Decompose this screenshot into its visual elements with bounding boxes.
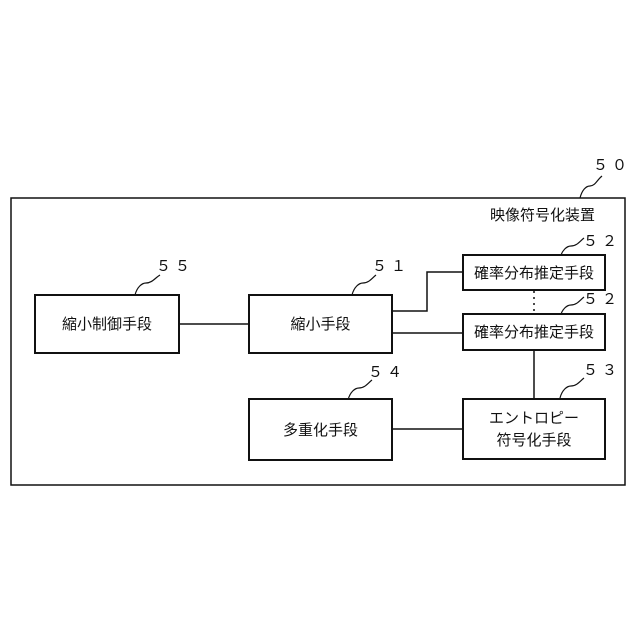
ref-55: ５５ (156, 255, 194, 276)
entropy-coding-label-line1: エントロピー (489, 407, 579, 429)
prob-estimation-label-2: 確率分布推定手段 (474, 321, 594, 343)
multiplexing-block: 多重化手段 (248, 398, 393, 461)
reduction-control-block: 縮小制御手段 (34, 294, 180, 354)
entropy-coding-label-line2: 符号化手段 (496, 429, 571, 451)
leader-55 (135, 275, 160, 295)
device-title: 映像符号化装置 (490, 206, 595, 224)
leader-51 (352, 275, 376, 295)
device-ref: ５０ (593, 154, 631, 175)
entropy-coding-block: エントロピー 符号化手段 (462, 398, 606, 460)
leader-53 (560, 378, 584, 398)
reduction-block: 縮小手段 (248, 294, 393, 354)
prob-estimation-label-1: 確率分布推定手段 (474, 262, 594, 284)
link-reduction-to-prob1 (393, 272, 462, 311)
leader-50 (580, 176, 602, 198)
ref-53: ５３ (583, 359, 621, 380)
ref-52-top: ５２ (583, 230, 621, 251)
leader-54 (348, 380, 372, 400)
ref-54: ５４ (368, 361, 406, 382)
reduction-label: 縮小手段 (290, 313, 350, 335)
multiplexing-label: 多重化手段 (283, 419, 358, 441)
ref-51: ５１ (372, 255, 410, 276)
ref-52-bottom: ５２ (583, 288, 621, 309)
reduction-control-label: 縮小制御手段 (62, 313, 152, 335)
prob-estimation-block-2: 確率分布推定手段 (462, 313, 606, 351)
prob-estimation-block-1: 確率分布推定手段 (462, 254, 606, 291)
